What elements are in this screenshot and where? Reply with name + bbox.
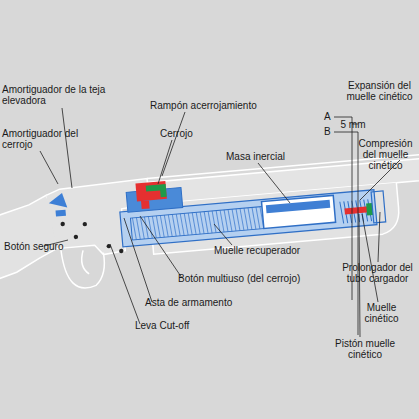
spring-coil <box>132 218 136 240</box>
spring-coil <box>156 216 160 238</box>
part-label: Botón multiuso (del cerrojo) <box>178 273 328 284</box>
spring-coil <box>204 211 208 233</box>
trigger <box>81 250 89 274</box>
spring-coil <box>256 207 260 229</box>
spring-coil <box>252 207 256 229</box>
inertia-mass <box>262 195 336 228</box>
bolt-buffer <box>48 193 67 210</box>
elevator-buffer <box>56 210 66 217</box>
recoil-spring <box>132 207 263 240</box>
part-label: B <box>324 126 336 137</box>
spring-coil <box>172 214 176 236</box>
part-label: Expansión del muelle cinético <box>340 80 419 102</box>
spring-coil <box>340 202 344 224</box>
bolt-part <box>141 200 150 209</box>
locking-ramp <box>146 184 167 199</box>
spring-coil <box>220 210 224 232</box>
spring-coil <box>148 216 152 238</box>
dimension-line-b <box>334 132 358 335</box>
magazine-extension <box>371 191 386 223</box>
part-label: 5 mm <box>337 119 369 130</box>
spring-coil <box>236 209 240 231</box>
leader-line <box>124 218 152 302</box>
part-label: Muelle cinético <box>354 302 409 324</box>
leader-line <box>158 140 172 184</box>
spring-coil <box>244 208 248 230</box>
part-label: Cerrojo <box>160 128 220 139</box>
spring-coil <box>168 215 172 237</box>
gun-body <box>0 153 419 296</box>
spring-coil <box>212 211 216 233</box>
spring-coil <box>232 209 236 231</box>
spring-coil <box>160 215 164 237</box>
pin <box>82 222 87 227</box>
recoil-spring-outline <box>130 206 265 240</box>
part-label: Rampón acerrojamiento <box>150 100 280 111</box>
spring-coil <box>164 215 168 237</box>
spring-coil <box>208 211 212 233</box>
spring-coil <box>192 213 196 235</box>
part-label: Amortiguador de la teja elevadora <box>2 84 114 106</box>
part-label: Botón seguro <box>4 241 84 252</box>
leader-line <box>258 163 290 203</box>
spring-coil <box>184 213 188 235</box>
leader-line <box>40 151 58 184</box>
spring-coil <box>196 212 200 234</box>
part-label: Prolongador del tubo cargador <box>336 262 419 284</box>
leader-lines <box>40 108 400 337</box>
spring-coil <box>136 217 140 239</box>
leader-line <box>62 108 72 188</box>
pin <box>60 222 65 227</box>
leader-line <box>378 212 380 262</box>
part-label: Compresión del muelle cinético <box>352 138 419 171</box>
leader-line <box>362 214 378 302</box>
spring-coil <box>140 217 144 239</box>
part-label: Leva Cut-off <box>135 320 225 331</box>
spring-coil <box>228 209 232 231</box>
spring-coil <box>200 212 204 234</box>
part-label: Asta de armamento <box>145 297 255 308</box>
part-label: Pistón muelle cinético <box>326 338 404 360</box>
part-label: Amortiguador del cerrojo <box>2 128 84 150</box>
spring-coil <box>176 214 180 236</box>
bolt-head <box>135 181 166 202</box>
part-label: Muelle recuperador <box>214 245 324 256</box>
leader-line <box>140 216 182 278</box>
part-label: A <box>324 111 336 122</box>
spring-coil <box>248 208 252 230</box>
part-label: Masa inercial <box>226 151 306 162</box>
dimension-lines <box>334 117 358 335</box>
kinetic-piston <box>344 206 368 214</box>
spring-coil <box>188 213 192 235</box>
spring-coil <box>224 210 228 232</box>
pin <box>119 249 124 254</box>
leader-line <box>162 112 185 176</box>
pin <box>73 235 78 240</box>
trigger-guard <box>61 247 107 290</box>
leader-line <box>214 224 232 245</box>
inertia-mass-core <box>266 200 330 214</box>
spring-coil <box>180 214 184 236</box>
leader-line <box>110 244 140 324</box>
spring-coil <box>240 208 244 230</box>
